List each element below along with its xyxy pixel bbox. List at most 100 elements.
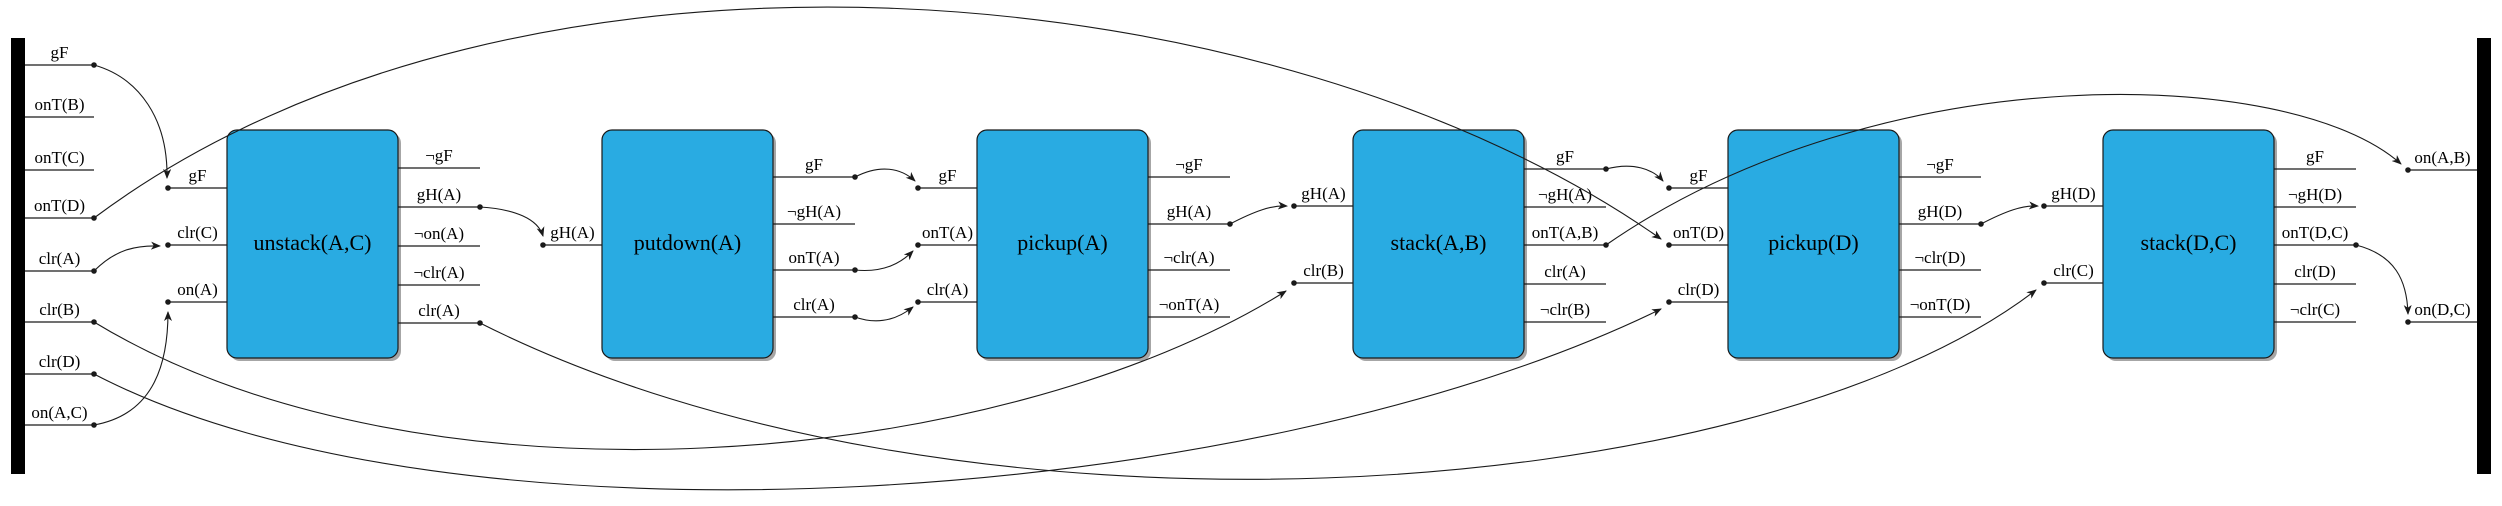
action-output-label: onT(A): [789, 248, 840, 267]
action-output-label: gF: [2306, 147, 2324, 166]
port-action-output: ¬gH(D): [2274, 185, 2356, 208]
action-output-label: ¬gF: [425, 146, 453, 165]
initial-state-wall: [11, 38, 25, 474]
connection-dot: [2041, 203, 2047, 209]
connection-dot: [2405, 319, 2411, 325]
port-action-output: ¬gH(A): [773, 202, 855, 225]
connection-dot: [165, 242, 171, 248]
action-label: putdown(A): [634, 230, 742, 255]
action-input-label: gF: [189, 166, 207, 185]
action-output-label: ¬clr(D): [1914, 248, 1965, 267]
port-action-output: clr(A): [398, 301, 483, 326]
action-output-label: onT(D,C): [2282, 223, 2349, 242]
action-input-label: gF: [1690, 166, 1708, 185]
action-output-label: ¬onT(A): [1159, 295, 1220, 314]
port-action-output: ¬gH(A): [1524, 185, 1606, 208]
port-wall-fact: clr(B): [25, 300, 97, 325]
port-wall-fact: onT(C): [25, 148, 94, 171]
port-action-output: ¬gF: [398, 146, 480, 169]
port-action-output: clr(A): [773, 295, 858, 320]
action-output-label: clr(D): [2294, 262, 2336, 281]
port-action-input: clr(B): [1291, 261, 1353, 286]
action-unstack: unstack(A,C)gFclr(C)on(A)¬gFgH(A)¬on(A)¬…: [165, 129, 483, 361]
port-action-output: onT(A): [773, 248, 858, 273]
port-action-output: onT(A,B): [1524, 223, 1609, 248]
action-input-label: clr(D): [1678, 280, 1720, 299]
port-wall-fact: onT(D): [25, 196, 97, 221]
port-action-output: ¬clr(A): [398, 263, 480, 286]
causal-link-putdown-onTA-to-pickupA-onTA: [854, 250, 914, 272]
action-box: [601, 129, 774, 359]
action-output-label: gH(A): [1167, 202, 1211, 221]
causal-link-stackAB-onTAB-to-g-onAB: [1605, 93, 2402, 246]
action-output-label: clr(A): [793, 295, 835, 314]
port-action-output: ¬gF: [1899, 155, 1981, 178]
causal-link-w-onAC-to-unstack-onA: [93, 311, 172, 426]
connection-dot: [1666, 185, 1672, 191]
action-output-label: onT(A,B): [1532, 223, 1599, 242]
action-box: [1727, 129, 1900, 359]
action-input-label: onT(A): [922, 223, 973, 242]
connection-dot: [1666, 299, 1672, 305]
causal-link-unstack-gHA-to-putdown-gHA: [479, 206, 545, 237]
causal-link-stackDC-onTDC-to-g-onDC: [2355, 244, 2412, 315]
wall-fact-label: clr(B): [39, 300, 80, 319]
port-wall-fact: on(A,B): [2405, 148, 2477, 173]
port-action-output: ¬onT(D): [1899, 295, 1981, 318]
action-pickupA: pickup(A)gFonT(A)clr(A)¬gFgH(A)¬clr(A)¬o…: [915, 129, 1233, 361]
action-output-label: clr(A): [418, 301, 460, 320]
port-action-output: ¬clr(D): [1899, 248, 1981, 271]
causal-link-putdown-gF-to-pickupA-gF: [854, 168, 916, 182]
action-label: pickup(D): [1768, 230, 1858, 255]
action-label: stack(A,B): [1391, 230, 1487, 255]
port-action-output: gH(D): [1899, 202, 1984, 227]
connection-dot: [165, 185, 171, 191]
action-output-label: ¬clr(A): [413, 263, 464, 282]
action-output-label: ¬onT(D): [1910, 295, 1971, 314]
action-output-label: ¬gF: [1175, 155, 1203, 174]
port-action-output: ¬onT(A): [1148, 295, 1230, 318]
action-input-label: clr(C): [177, 223, 218, 242]
connection-dot: [165, 299, 171, 305]
action-input-label: clr(A): [927, 280, 969, 299]
port-action-input: gH(D): [2041, 184, 2103, 209]
port-action-input: clr(C): [165, 223, 227, 248]
causal-link-w-gF-to-unstack-gF: [93, 64, 172, 179]
port-wall-fact: gF: [25, 43, 97, 68]
action-putdown: putdown(A)gH(A)gF¬gH(A)onT(A)clr(A): [540, 129, 858, 361]
port-action-input: gF: [1666, 166, 1728, 191]
port-action-output: ¬clr(C): [2274, 300, 2356, 323]
wall-fact-label: onT(D): [34, 196, 85, 215]
port-action-output: gF: [2274, 147, 2356, 170]
action-input-label: clr(B): [1303, 261, 1344, 280]
wall-fact-label: on(A,B): [2414, 148, 2470, 167]
connection-dot: [1291, 203, 1297, 209]
port-wall-fact: clr(A): [25, 249, 97, 274]
causal-link-pickupD-gHD-to-stackDC-gHD: [1980, 201, 2039, 225]
causal-link-w-clrA-to-unstack-clrC: [93, 241, 161, 272]
port-action-input: on(A): [165, 280, 227, 305]
goal-state-wall: [2477, 38, 2491, 474]
action-output-label: ¬gH(A): [1538, 185, 1592, 204]
port-action-output: clr(A): [1524, 262, 1606, 285]
action-output-label: gF: [1556, 147, 1574, 166]
wall-fact-label: onT(C): [34, 148, 84, 167]
action-label: unstack(A,C): [254, 230, 372, 255]
connection-dot: [2041, 280, 2047, 286]
connection-dot: [540, 242, 546, 248]
causal-link-w-onTD-to-pickupD-onTD: [93, 6, 1662, 240]
connection-dot: [1666, 242, 1672, 248]
connection-dot: [915, 242, 921, 248]
port-wall-fact: on(A,C): [25, 403, 97, 428]
action-output-label: ¬gH(D): [2288, 185, 2342, 204]
causal-link-pickupA-gHA-to-stackAB-gHA: [1229, 201, 1288, 225]
port-action-input: clr(D): [1666, 280, 1728, 305]
port-action-input: onT(D): [1666, 223, 1728, 248]
action-output-label: ¬gF: [1926, 155, 1954, 174]
action-output-label: ¬clr(C): [2290, 300, 2340, 319]
action-input-label: gH(A): [550, 223, 594, 242]
port-action-input: gH(A): [1291, 184, 1353, 209]
action-box: [226, 129, 399, 359]
